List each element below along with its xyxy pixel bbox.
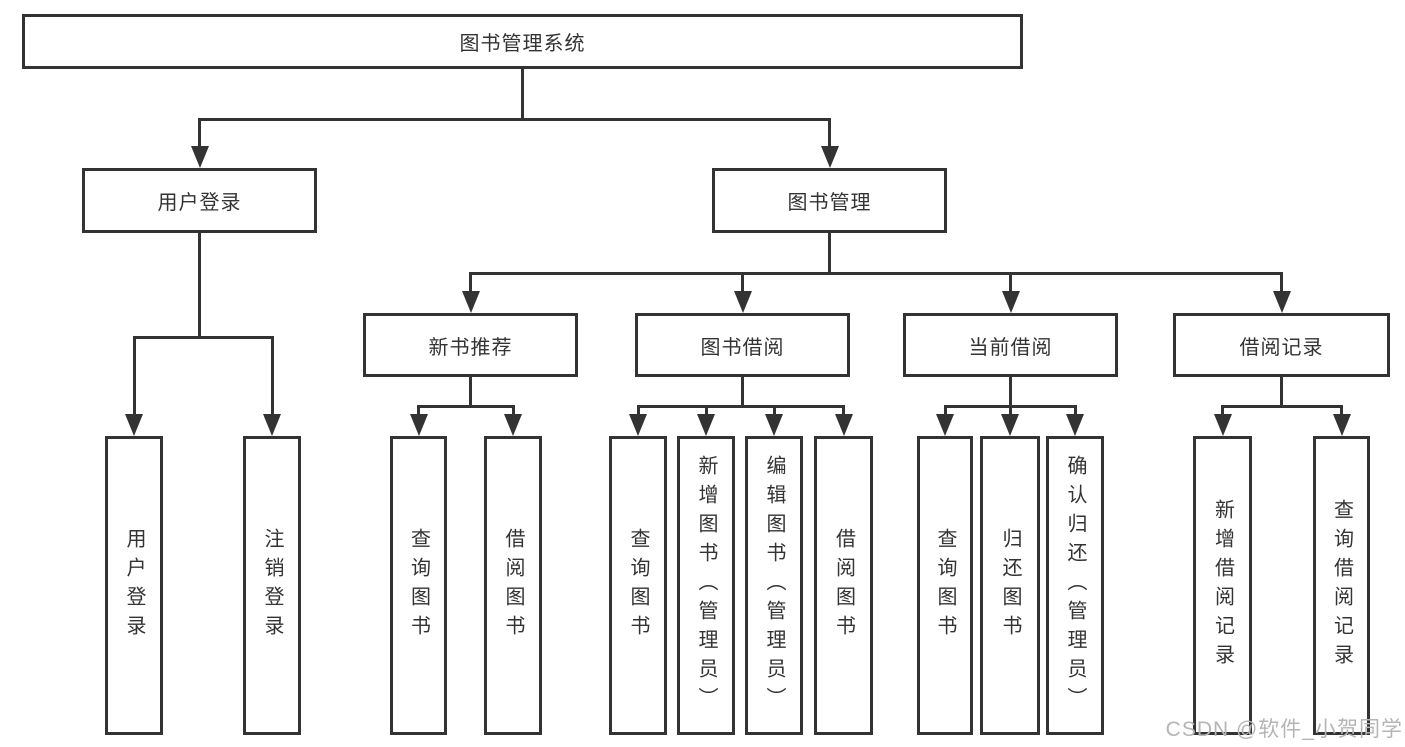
- arrow-down-icon: [409, 414, 428, 436]
- leaf-user-login: 用户登录: [105, 436, 163, 735]
- node-label: 查询图书: [407, 527, 430, 644]
- connector-line: [270, 336, 274, 416]
- leaf-edit-book-admin: 编辑图书（管理员）: [745, 436, 803, 735]
- leaf-add-borrow-record: 新增借阅记录: [1193, 436, 1252, 735]
- connector-line: [842, 405, 845, 416]
- arrow-down-icon: [504, 414, 522, 436]
- connector-line: [1221, 405, 1224, 416]
- node-label: 查询图书: [934, 527, 956, 644]
- node-label: 归还图书: [999, 527, 1021, 644]
- connector-line: [198, 233, 201, 336]
- node-label: 借阅图书: [502, 527, 524, 644]
- node-user-login: 用户登录: [82, 168, 317, 233]
- connector-line: [772, 405, 776, 416]
- node-label: 确认归还（管理员）: [1064, 455, 1086, 716]
- leaf-query-borrow-record: 查询借阅记录: [1313, 436, 1370, 735]
- connector-line: [1280, 377, 1283, 405]
- arrow-down-icon: [834, 414, 853, 436]
- connector-line: [511, 405, 515, 416]
- node-book-borrowing: 图书借阅: [635, 313, 850, 377]
- node-label: 查询借阅记录: [1330, 498, 1353, 673]
- arrow-down-icon: [1001, 414, 1019, 436]
- arrow-down-icon: [1213, 414, 1232, 436]
- arrow-down-icon: [820, 146, 839, 168]
- connector-line: [132, 336, 274, 339]
- node-label: 新增图书（管理员）: [695, 455, 717, 716]
- connector-line: [198, 118, 201, 148]
- arrow-down-icon: [1066, 414, 1084, 436]
- connector-line: [741, 272, 744, 293]
- leaf-query-books-recommend: 查询图书: [390, 436, 447, 735]
- connector-line: [469, 377, 472, 405]
- connector-line: [636, 405, 640, 416]
- connector-line: [828, 118, 831, 148]
- arrow-down-icon: [1332, 414, 1351, 436]
- connector-line: [636, 405, 845, 408]
- connector-line: [1009, 272, 1012, 293]
- node-label: 注销登录: [261, 527, 283, 644]
- node-new-book-recommend: 新书推荐: [363, 313, 578, 377]
- node-label: 图书管理: [787, 192, 872, 214]
- leaf-return-books: 归还图书: [980, 436, 1040, 735]
- arrow-down-icon: [936, 414, 954, 436]
- leaf-query-books: 查询图书: [609, 436, 667, 735]
- leaf-query-books-current: 查询图书: [917, 436, 973, 735]
- connector-line: [828, 233, 831, 272]
- arrow-down-icon: [1272, 291, 1291, 313]
- connector-line: [198, 118, 831, 121]
- connector-line: [741, 377, 744, 405]
- node-label: 新书推荐: [428, 336, 513, 359]
- connector-line: [469, 272, 1283, 275]
- node-label: 用户登录: [123, 527, 145, 644]
- leaf-borrow-books: 借阅图书: [814, 436, 873, 735]
- connector-line: [1008, 405, 1012, 416]
- connector-line: [1009, 377, 1012, 405]
- node-current-borrowing: 当前借阅: [903, 313, 1118, 377]
- node-book-management: 图书管理: [712, 168, 947, 233]
- arrow-down-icon: [733, 291, 752, 313]
- connector-line: [1340, 405, 1343, 416]
- arrow-down-icon: [461, 291, 480, 313]
- arrow-down-icon: [697, 414, 715, 436]
- node-label: 借阅图书: [832, 527, 855, 644]
- connector-line: [1280, 272, 1283, 293]
- arrow-down-icon: [263, 414, 281, 436]
- node-label: 新增借阅记录: [1211, 498, 1234, 673]
- arrow-down-icon: [765, 414, 783, 436]
- connector-line: [1221, 405, 1343, 408]
- node-label: 查询图书: [627, 527, 649, 644]
- connector-line: [469, 272, 472, 293]
- connector-line: [417, 405, 420, 416]
- leaf-borrow-books-recommend: 借阅图书: [484, 436, 542, 735]
- connector-line: [704, 405, 708, 416]
- connector-line: [521, 69, 524, 118]
- arrow-down-icon: [190, 146, 209, 168]
- node-label: 用户登录: [157, 192, 242, 214]
- connector-line: [132, 336, 136, 416]
- node-label: 借阅记录: [1239, 336, 1324, 359]
- node-borrow-records: 借阅记录: [1173, 313, 1390, 377]
- node-label: 当前借阅: [968, 336, 1053, 359]
- connector-line: [417, 405, 515, 408]
- connector-line: [1073, 405, 1077, 416]
- csdn-watermark: CSDN @软件_小贺同学: [1165, 718, 1403, 741]
- arrow-down-icon: [1001, 291, 1020, 313]
- node-root-library-system: 图书管理系统: [22, 14, 1023, 69]
- node-label: 编辑图书（管理员）: [763, 455, 785, 716]
- node-label: 图书管理系统: [459, 33, 586, 55]
- leaf-add-book-admin: 新增图书（管理员）: [677, 436, 735, 735]
- leaf-logout: 注销登录: [243, 436, 301, 735]
- leaf-confirm-return-admin: 确认归还（管理员）: [1046, 436, 1104, 735]
- arrow-down-icon: [629, 414, 647, 436]
- arrow-down-icon: [125, 414, 143, 436]
- connector-line: [943, 405, 947, 416]
- node-label: 图书借阅: [700, 336, 785, 359]
